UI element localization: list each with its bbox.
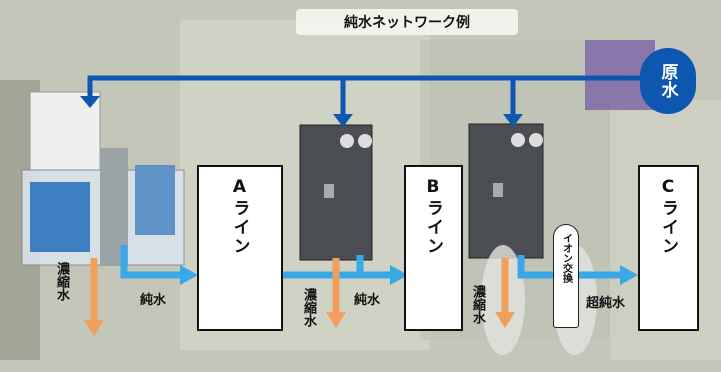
- concentrate-arrow-3: [495, 312, 515, 328]
- pure-water-arrow-3: [620, 265, 638, 285]
- ultra-pure-water-label: 超純水: [586, 296, 626, 311]
- line-b-label: Bライン: [423, 177, 443, 256]
- raw-water-badge: 原水: [640, 48, 696, 114]
- line-c-label: Cライン: [658, 177, 678, 256]
- concentrate-label-1: 濃縮水: [54, 262, 69, 301]
- feed-arrow-ro: [80, 96, 100, 108]
- concentrate-label-3: 濃縮水: [470, 285, 485, 324]
- treatment-cabinet-1: [299, 124, 373, 261]
- feed-arrow-cabinet-1: [333, 114, 353, 127]
- diagram-title: 純水ネットワーク例: [296, 9, 518, 35]
- line-c-box: Cライン: [638, 165, 699, 331]
- feed-arrow-cabinet-2: [503, 114, 523, 127]
- concentrate-arrow-2: [326, 312, 346, 328]
- ion-exchange-label: イオン交換: [560, 233, 572, 283]
- line-a-box: Aライン: [197, 165, 283, 331]
- concentrate-arrow-1: [84, 320, 104, 336]
- ro-unit-illustration: [21, 91, 185, 266]
- pure-water-arrow-2: [390, 265, 408, 285]
- diagram-title-text: 純水ネットワーク例: [344, 15, 470, 31]
- pure-water-label-2: 純水: [354, 293, 381, 308]
- line-b-box: Bライン: [404, 165, 463, 331]
- treatment-cabinet-2: [468, 123, 544, 259]
- pure-water-arrow-1: [180, 265, 198, 285]
- line-a-label: Aライン: [229, 177, 250, 256]
- pure-water-pipe-1: [120, 245, 182, 279]
- pure-water-label-1: 純水: [140, 293, 167, 308]
- feed-pipe: [87, 75, 640, 100]
- pure-water-pipe-3: [517, 255, 622, 279]
- ion-exchange-unit: イオン交換: [553, 224, 579, 328]
- raw-water-label: 原水: [657, 63, 678, 99]
- concentrate-label-2: 濃縮水: [301, 288, 316, 327]
